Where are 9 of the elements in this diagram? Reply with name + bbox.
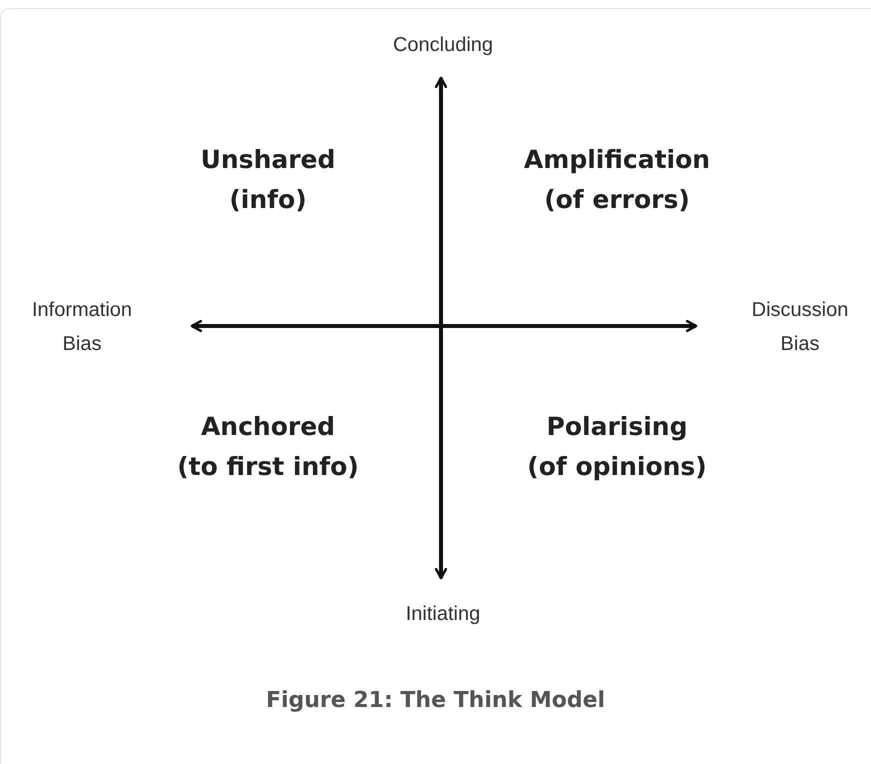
axis-label: Concluding: [392, 33, 494, 58]
quadrant-label: Polarising (of opinions): [527, 411, 707, 483]
axis-label: Initiating: [406, 602, 480, 627]
axis-label: Information Bias: [32, 298, 132, 357]
quadrant-label: Anchored (to first info): [177, 411, 359, 483]
figure-caption: Figure 21: The Think Model: [266, 688, 606, 713]
quadrant-label: Amplification (of errors): [524, 144, 710, 216]
axis-label: Discussion Bias: [752, 298, 848, 357]
quadrant-label: Unshared (info): [200, 144, 336, 216]
